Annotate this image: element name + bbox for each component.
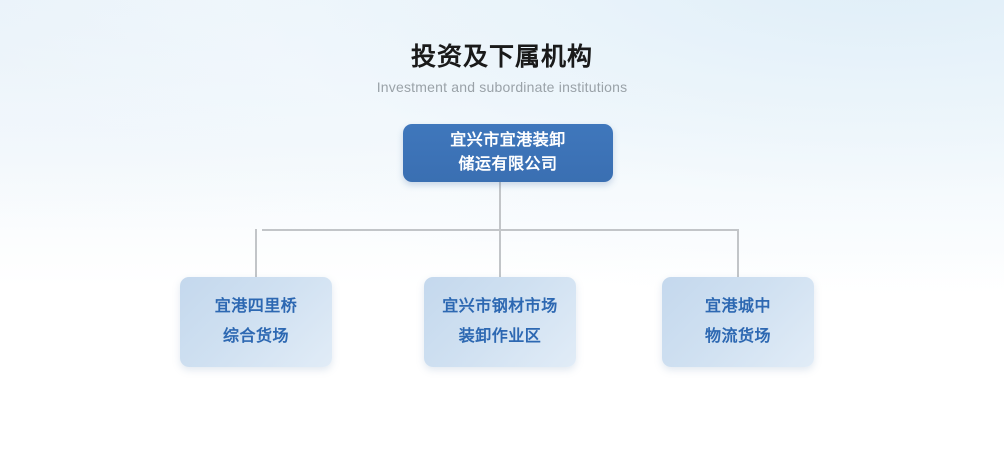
page-subtitle: Investment and subordinate institutions xyxy=(376,79,628,95)
connector-drop-child-3 xyxy=(737,229,739,278)
org-node-root[interactable]: 宜兴市宜港装卸 储运有限公司 xyxy=(403,124,613,182)
org-node-root-label: 宜兴市宜港装卸 储运有限公司 xyxy=(450,132,566,173)
org-node-child-2[interactable]: 宜兴市钢材市场 装卸作业区 xyxy=(424,277,576,367)
page-title: 投资及下属机构 xyxy=(410,43,593,71)
connector-drop-child-1 xyxy=(255,229,257,278)
org-node-child-1[interactable]: 宜港四里桥 综合货场 xyxy=(180,277,332,367)
org-node-child-3[interactable]: 宜港城中 物流货场 xyxy=(662,277,814,367)
org-node-child-3-label: 宜港城中 物流货场 xyxy=(704,298,771,345)
page-heading: 投资及下属机构 Investment and subordinate insti… xyxy=(0,42,1004,96)
connector-root-stem xyxy=(499,182,501,231)
org-node-child-1-label: 宜港四里桥 综合货场 xyxy=(214,298,298,345)
org-node-child-2-label: 宜兴市钢材市场 装卸作业区 xyxy=(442,298,558,345)
connector-drop-child-2 xyxy=(499,229,501,278)
